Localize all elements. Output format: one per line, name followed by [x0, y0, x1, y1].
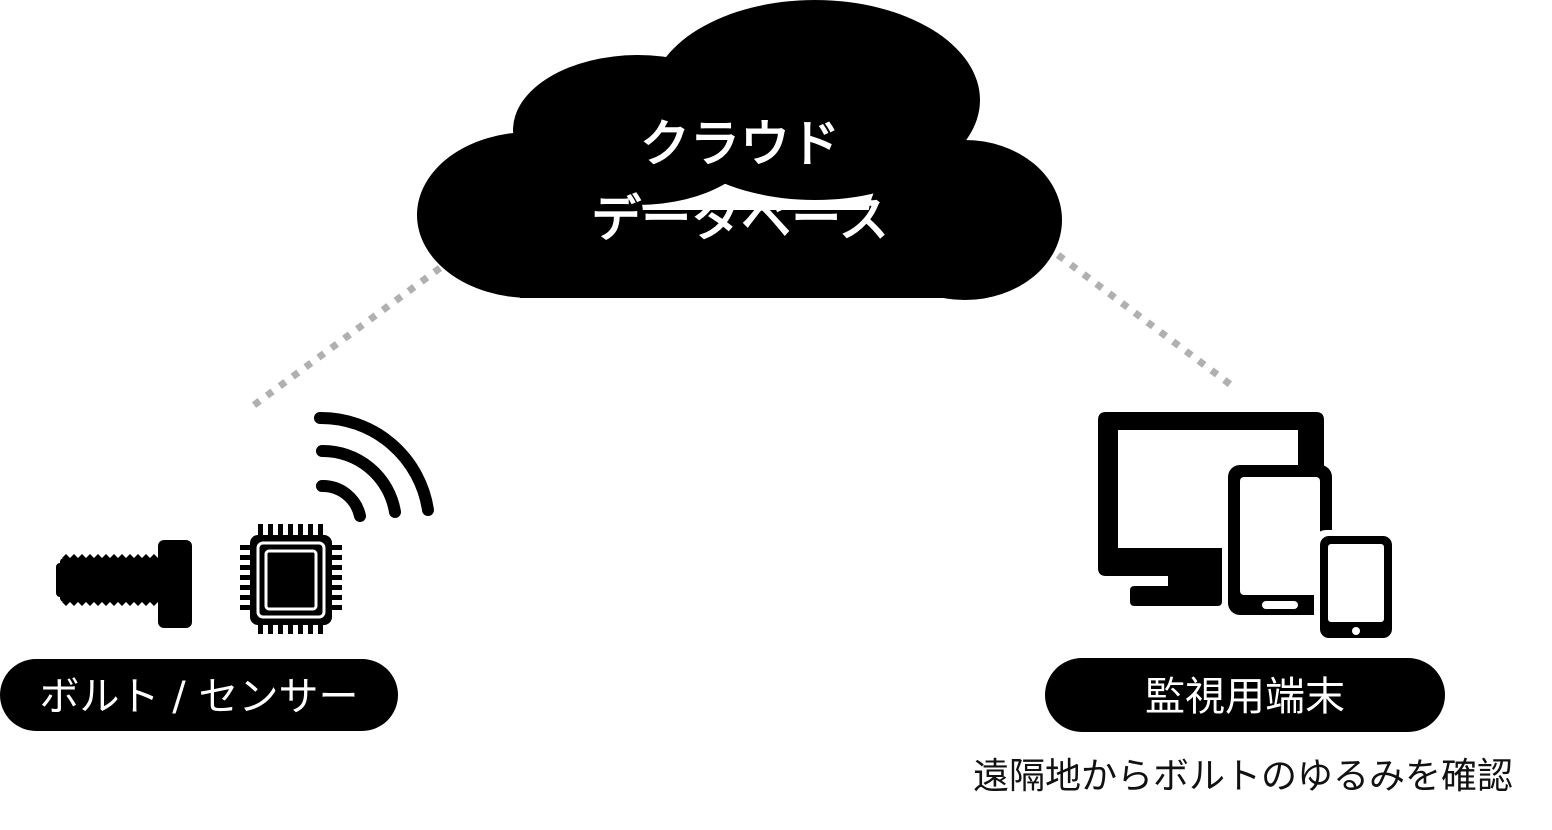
bolt-icon: [56, 540, 192, 628]
terminal-label: 監視用端末: [1145, 674, 1345, 720]
cloud-title-line2: データベース: [591, 190, 889, 248]
terminal-label-pill: [1045, 658, 1445, 732]
connector-cloud-to-sensor: [247, 265, 443, 411]
cloud-title-line1: クラウド: [640, 115, 840, 173]
terminal-caption: 遠隔地からボルトのゆるみを確認: [973, 756, 1513, 797]
sensor-chip-icon: [240, 524, 342, 634]
smartphone-icon: [1314, 530, 1398, 644]
sensor-label-pill: [0, 659, 398, 731]
connector-cloud-to-terminal: [1055, 252, 1238, 391]
tablet-icon: [1228, 465, 1332, 615]
sensor-label: ボルト / センサー: [40, 674, 359, 720]
cloud-icon: [417, 0, 1062, 300]
wireless-signal-icon: [314, 411, 434, 522]
monitor-icon: [1098, 412, 1324, 606]
